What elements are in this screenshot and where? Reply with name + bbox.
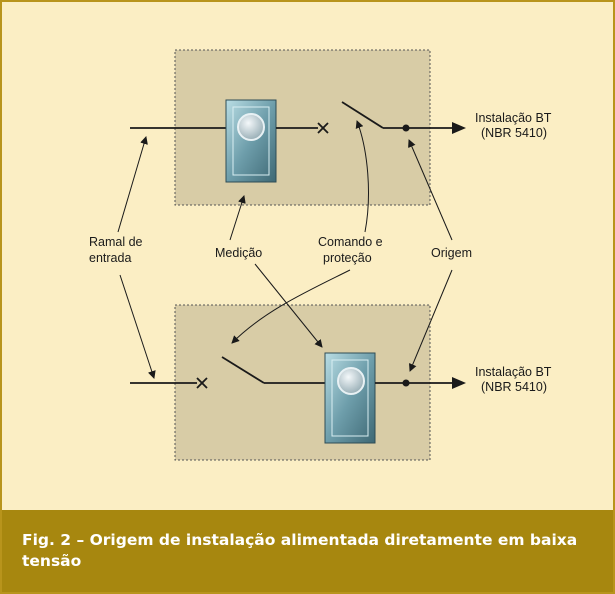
top-output-label-1: Instalação BT: [475, 111, 552, 125]
bottom-output-arrowhead: [452, 377, 466, 389]
arrow-medicao-bottom: [254, 263, 323, 348]
medicao-label: Medição: [215, 246, 262, 260]
comando-label-2: proteção: [323, 251, 372, 265]
arrow-comando-top: [355, 120, 369, 233]
top-breaker-x: [317, 122, 329, 134]
bottom-output-label-2: (NBR 5410): [481, 380, 547, 394]
diagram: Instalação BT (NBR 5410) Instalação BT (…: [89, 49, 552, 461]
bottom-output-label-1: Instalação BT: [475, 365, 552, 379]
top-output-label-2: (NBR 5410): [481, 126, 547, 140]
arrow-origem-bottom: [408, 269, 453, 372]
comando-label-1: Comando e: [318, 235, 383, 249]
bottom-switch-blade: [221, 356, 265, 384]
caption-text: Fig. 2 – Origem de instalação alimentada…: [22, 531, 578, 570]
origem-label: Origem: [431, 246, 472, 260]
top-output-arrowhead: [452, 122, 466, 134]
arrow-ramal-bottom: [119, 274, 156, 379]
figure-caption: Fig. 2 – Origem de instalação alimentada…: [2, 510, 613, 592]
top-origin-dot: [402, 124, 410, 132]
arrow-comando-bottom: [231, 269, 351, 344]
arrow-ramal-top: [117, 136, 148, 233]
bottom-meter: [324, 352, 376, 444]
top-meter: [225, 99, 277, 183]
arrow-medicao-top: [229, 195, 246, 241]
bottom-origin-dot: [402, 379, 410, 387]
ramal-label-1: Ramal de: [89, 235, 143, 249]
bottom-breaker-x: [196, 377, 208, 389]
ramal-label-2: entrada: [89, 251, 131, 265]
arrow-origem-top: [408, 139, 453, 241]
top-switch-blade: [341, 101, 384, 129]
